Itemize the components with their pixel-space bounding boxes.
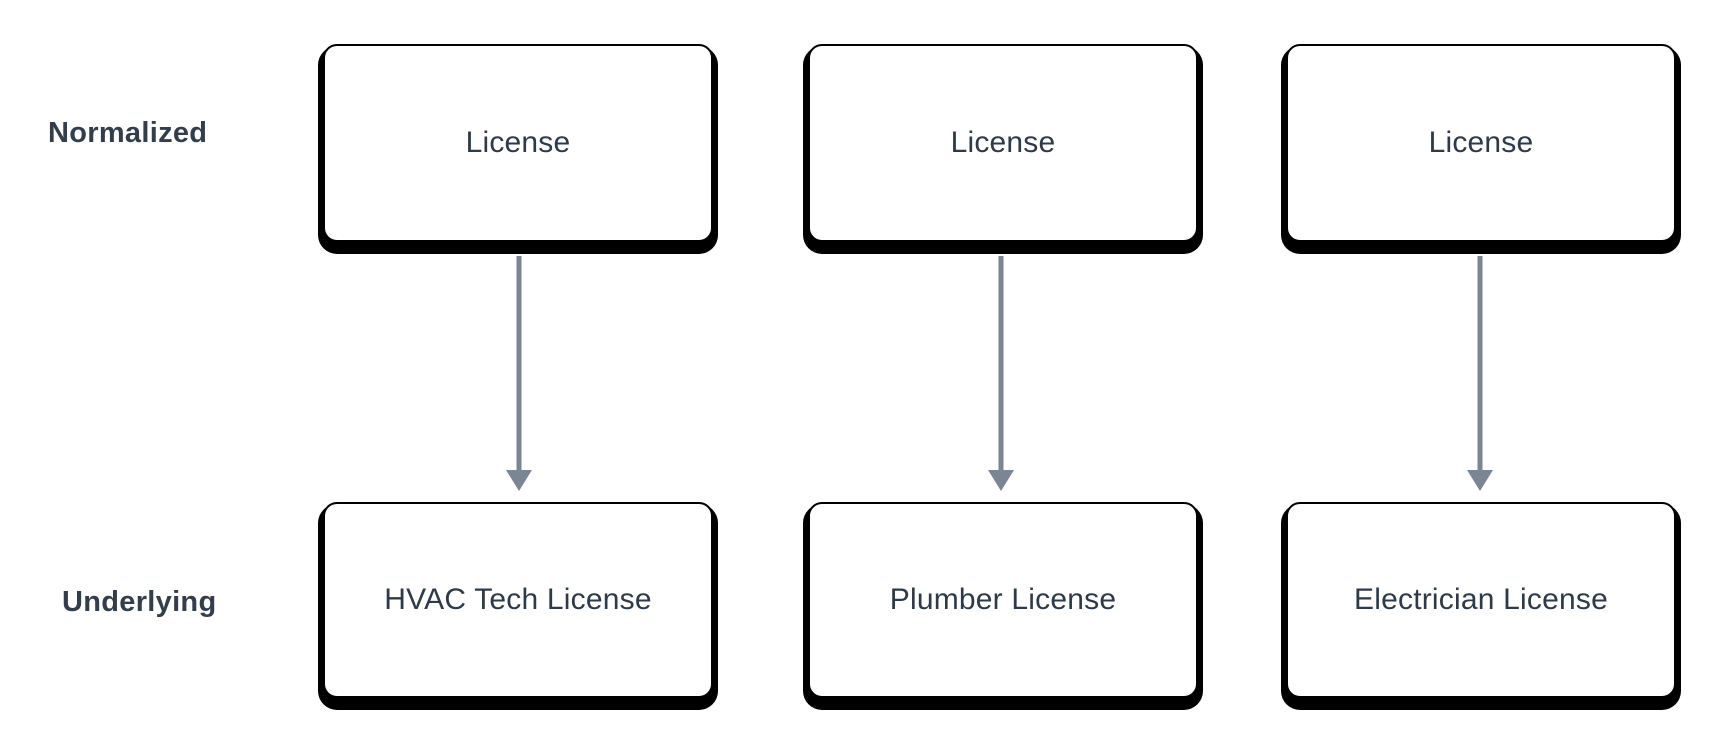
normalized-license-card: License bbox=[323, 44, 713, 242]
row-label-underlying: Underlying bbox=[62, 586, 217, 618]
card-label: Plumber License bbox=[889, 583, 1117, 616]
arrow-down-icon bbox=[988, 256, 1014, 491]
card-label: License bbox=[1428, 126, 1534, 159]
arrow-head bbox=[1467, 470, 1493, 491]
normalized-license-card: License bbox=[808, 44, 1198, 242]
arrow-down-icon bbox=[1467, 256, 1493, 491]
card-label: License bbox=[465, 126, 571, 159]
normalized-license-card: License bbox=[1286, 44, 1676, 242]
card-label: License bbox=[950, 126, 1056, 159]
underlying-license-card: Electrician License bbox=[1286, 502, 1676, 698]
card-label: Electrician License bbox=[1354, 583, 1608, 616]
underlying-license-card: HVAC Tech License bbox=[323, 502, 713, 698]
arrow-head bbox=[988, 470, 1014, 491]
arrow-down-icon bbox=[506, 256, 532, 491]
row-label-normalized: Normalized bbox=[48, 117, 208, 149]
arrow-head bbox=[506, 470, 532, 491]
underlying-license-card: Plumber License bbox=[808, 502, 1198, 698]
card-label: HVAC Tech License bbox=[384, 583, 652, 616]
